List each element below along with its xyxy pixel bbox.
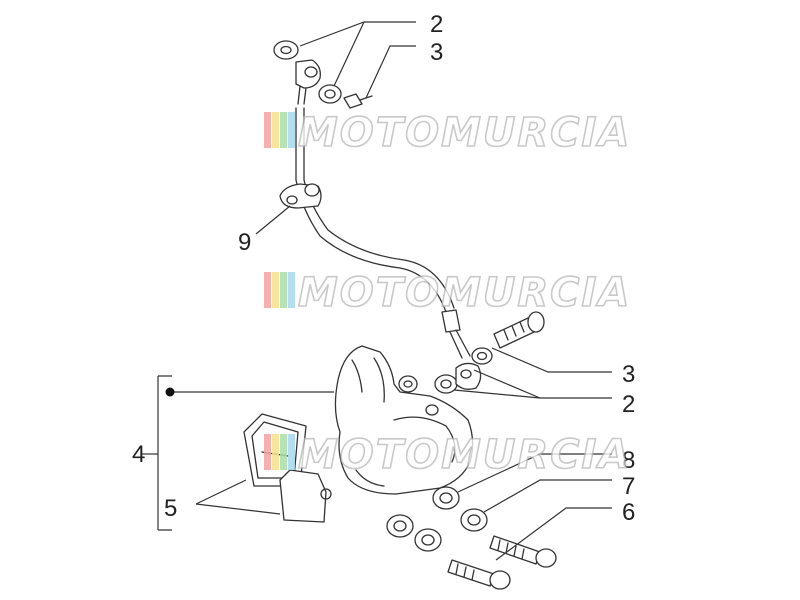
leader-lines (142, 21, 612, 561)
washer-left-2 (414, 528, 442, 552)
washer-7 (460, 508, 488, 532)
watermark-3: MOTOMURCIA (264, 431, 631, 479)
watermark-2-text: MOTOMURCIA (298, 270, 631, 316)
assembly-dot (165, 387, 175, 397)
callout-2-mid: 2 (622, 391, 635, 418)
top-banjo-fitting (295, 59, 321, 105)
mid-banjo-fitting (455, 362, 482, 390)
callout-4: 4 (132, 441, 145, 468)
watermark-1: MOTOMURCIA (264, 109, 631, 157)
washer-left-1 (386, 514, 414, 538)
washer-8 (432, 486, 460, 510)
mid-washer-2 (471, 347, 493, 365)
callout-2-top: 2 (430, 11, 443, 38)
hose-clamp (279, 183, 322, 209)
callout-6: 6 (622, 499, 635, 526)
callout-7: 7 (622, 473, 635, 500)
watermark-2: MOTOMURCIA (264, 269, 631, 317)
callout-3-top: 3 (430, 39, 443, 66)
callout-8: 8 (622, 447, 635, 474)
mid-washer-1 (434, 374, 458, 394)
top-washer-1 (273, 40, 299, 60)
hose-lower-end (441, 309, 471, 359)
callout-9: 9 (238, 229, 251, 256)
caliper-bolt-lower (447, 559, 511, 590)
callout-5: 5 (164, 495, 177, 522)
mid-banjo-bolt (493, 311, 545, 349)
caliper-bolt-6 (489, 535, 557, 568)
top-washer-2 (318, 84, 342, 104)
watermark-1-text: MOTOMURCIA (298, 110, 631, 156)
callout-3-mid: 3 (622, 361, 635, 388)
top-banjo-bolt (343, 93, 373, 109)
brake-caliper (334, 345, 474, 495)
watermark-3-text: MOTOMURCIA (298, 432, 631, 478)
